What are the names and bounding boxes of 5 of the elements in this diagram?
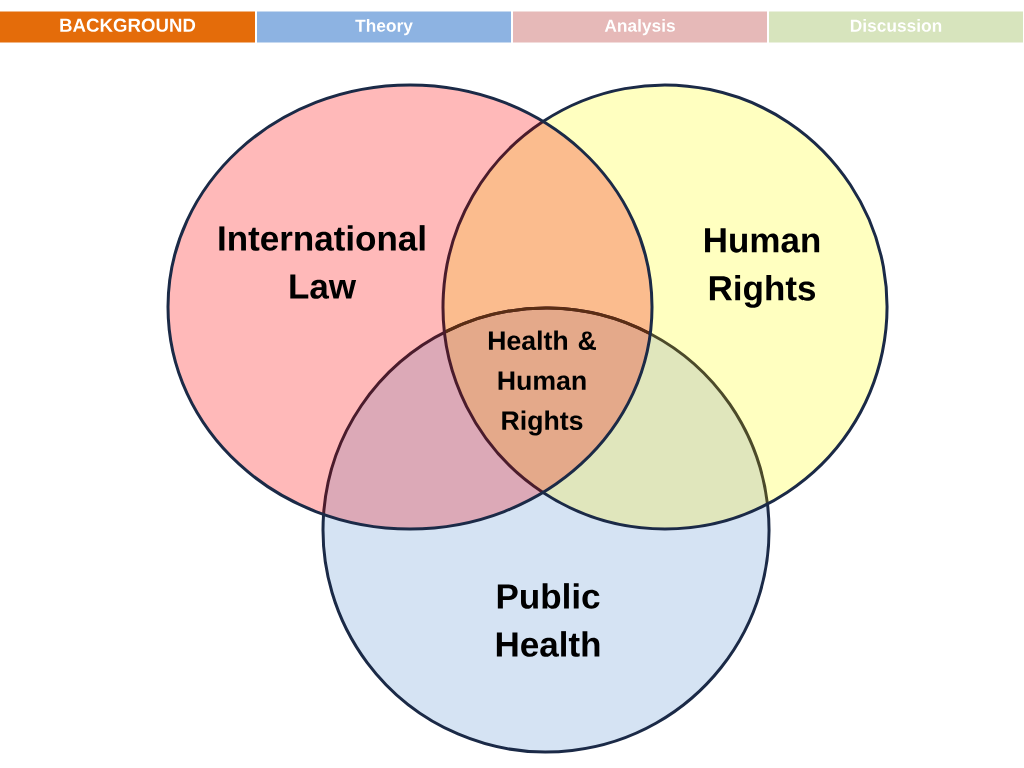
nav-tab: Analysis: [513, 11, 767, 43]
venn-region: Public Health: [321, 492, 771, 754]
nav-tab: Discussion: [769, 11, 1023, 43]
nav-tab: Theory: [257, 11, 511, 43]
nav-tab: BACKGROUND: [0, 11, 255, 43]
